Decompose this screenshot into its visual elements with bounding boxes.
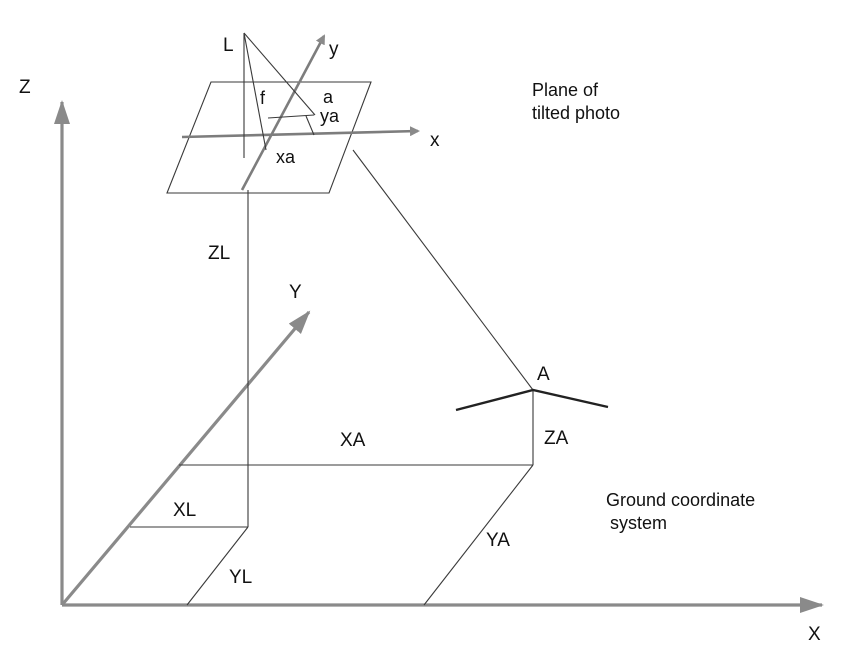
label-a: a: [323, 87, 334, 107]
ground-caption-line1: Ground coordinate: [606, 490, 755, 510]
label-YA: YA: [486, 530, 510, 551]
label-x: x: [430, 130, 440, 151]
label-L: L: [223, 35, 234, 56]
photo-plane-caption-line1: Plane of: [532, 80, 599, 100]
photo-plane: [166, 81, 372, 194]
photo-y-axis: [240, 34, 326, 191]
label-XA: XA: [340, 430, 366, 451]
ground-caption-line2: system: [610, 513, 667, 533]
label-ZA: ZA: [544, 428, 569, 449]
label-Y: Y: [289, 282, 302, 303]
label-y: y: [329, 39, 339, 60]
terrain-profile: [455, 388, 609, 412]
xa-tick: [305, 115, 315, 136]
photo-plane-caption-line2: tilted photo: [532, 103, 620, 123]
label-ZL: ZL: [208, 243, 230, 264]
label-XL: XL: [173, 500, 196, 521]
label-YL: YL: [229, 567, 252, 588]
ray-L-to-center: [243, 32, 267, 151]
label-f: f: [260, 88, 266, 108]
projection-ray: [352, 149, 534, 391]
label-A: A: [537, 364, 550, 385]
ya-line: [423, 464, 534, 606]
photo-x-axis: [181, 126, 420, 139]
label-xa: xa: [276, 147, 296, 167]
label-Z: Z: [19, 77, 31, 98]
ground-y-axis: [60, 310, 311, 607]
ya-tick: [267, 114, 315, 119]
label-X: X: [808, 624, 821, 645]
yl-line: [186, 526, 249, 606]
ray-L-to-a: [243, 32, 316, 116]
label-ya: ya: [320, 106, 340, 126]
